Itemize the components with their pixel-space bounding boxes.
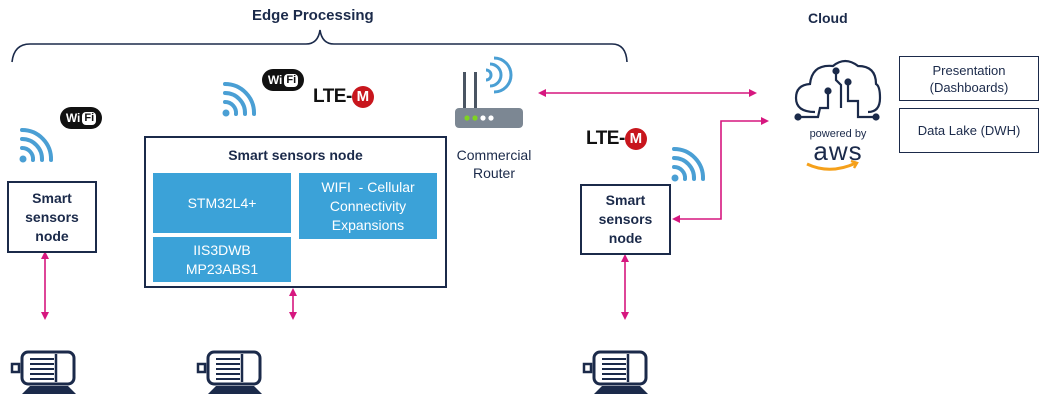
router-icon xyxy=(455,56,523,128)
edge-processing-title: Edge Processing xyxy=(252,7,374,24)
motor-icon-2 xyxy=(196,350,262,394)
lte-m-logo-right: LTE- M xyxy=(586,128,647,150)
arrow-right-node-cloud xyxy=(672,117,769,223)
main-node-title: Smart sensors node xyxy=(228,147,363,163)
wifi-logo-left: Wi Fi xyxy=(60,107,102,129)
router-label: Commercial Router xyxy=(456,147,532,181)
wifi-signal-icon-left xyxy=(19,128,54,163)
right-smart-sensors-node: Smart sensors node xyxy=(580,184,671,255)
aws-smile-icon xyxy=(806,161,857,171)
lte-m-logo-main: LTE- M xyxy=(313,86,374,108)
left-smart-sensors-node: Smart sensors node xyxy=(7,181,97,253)
connectivity-expansion-block: WIFI - Cellular Connectivity Expansions xyxy=(299,173,437,239)
cloud-title: Cloud xyxy=(808,10,848,26)
sensors-block: IIS3DWB MP23ABS1 xyxy=(153,237,291,282)
motor-icon-3 xyxy=(582,350,648,394)
wifi-signal-icon-main xyxy=(222,82,257,117)
presentation-dashboards-box: Presentation (Dashboards) xyxy=(899,56,1039,101)
wifi-logo-main: Wi Fi xyxy=(262,69,304,91)
main-smart-sensors-node: Smart sensors node STM32L4+ IIS3DWB MP23… xyxy=(144,136,447,288)
mcu-block: STM32L4+ xyxy=(153,173,291,233)
data-lake-box: Data Lake (DWH) xyxy=(899,108,1039,153)
wifi-signal-icon-right xyxy=(671,147,706,182)
edge-bracket xyxy=(11,29,628,63)
cloud-circuit-icon xyxy=(794,59,882,121)
aws-logo: powered by aws xyxy=(809,128,867,166)
motor-icon-1 xyxy=(10,350,76,394)
